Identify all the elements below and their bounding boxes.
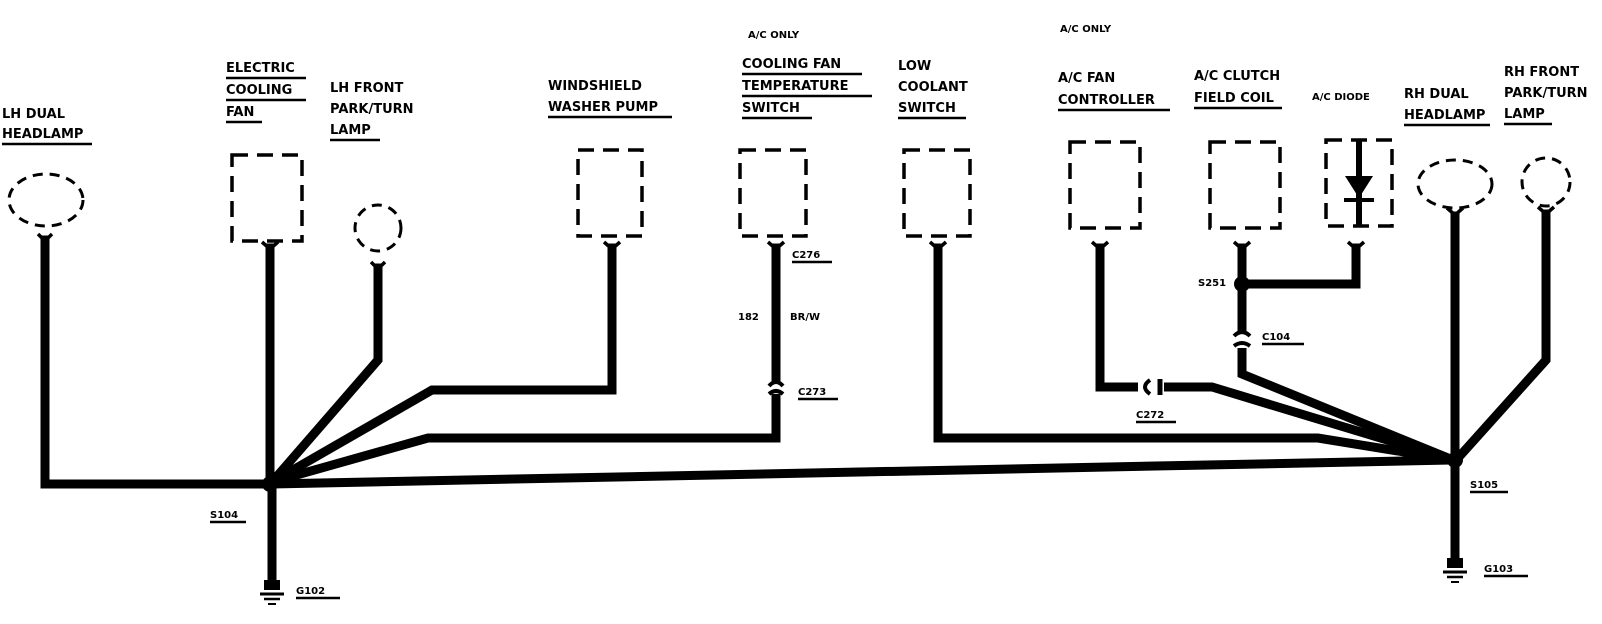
wire-group	[40, 209, 1551, 585]
wire-main-s104-s105	[265, 455, 1458, 489]
wire-lh-headlamp	[40, 235, 273, 489]
ac-clutch-field-coil-shape	[1208, 140, 1282, 230]
terminal-pigtails	[36, 205, 1556, 272]
connector-c276-label: C276	[792, 250, 820, 261]
ac-diode-label: A/C DIODE	[1312, 92, 1370, 103]
splice-s104-label: S104	[210, 510, 238, 521]
ground-g103-icon	[1443, 558, 1467, 583]
ac-fan-controller-label-1: A/C FAN	[1058, 71, 1115, 86]
connector-c273-label: C273	[798, 387, 826, 398]
splice-s104-dot	[262, 476, 278, 492]
low-coolant-label-1: LOW	[898, 59, 931, 74]
ac-only-note-1: A/C ONLY	[748, 30, 800, 41]
lh-dual-headlamp-label-2: HEADLAMP	[2, 127, 83, 142]
windshield-washer-pump-shape	[576, 148, 644, 238]
ac-only-note-2: A/C ONLY	[1060, 24, 1112, 35]
rh-park-turn-lamp-shape	[1520, 156, 1572, 208]
wire-windshield-washer-pump	[265, 243, 617, 489]
electric-cooling-fan-label-2: COOLING	[226, 83, 292, 98]
connector-c272-icon	[1138, 378, 1164, 396]
lh-park-turn-label-3: LAMP	[330, 123, 371, 138]
cooling-fan-temp-switch-shape	[738, 148, 808, 238]
low-coolant-label-3: SWITCH	[898, 101, 956, 116]
splice-s251-label: S251	[1198, 278, 1226, 289]
low-coolant-label-2: COOLANT	[898, 80, 968, 95]
windshield-label-1: WINDSHIELD	[548, 79, 642, 94]
ground-g102-label: G102	[296, 586, 325, 597]
lh-dual-headlamp-shape	[7, 172, 85, 228]
electric-cooling-fan-label-1: ELECTRIC	[226, 61, 295, 76]
wire-ac-diode	[1237, 243, 1361, 289]
low-coolant-switch-shape	[902, 148, 972, 238]
labels: A/C ONLY A/C ONLY LH DUAL HEADLAMP ELECT…	[2, 24, 1588, 600]
rh-park-turn-label-2: PARK/TURN	[1504, 86, 1588, 101]
connector-c273-icon	[767, 380, 785, 396]
wire-c104-to-s105	[1237, 343, 1459, 466]
rh-dual-headlamp-label-1: RH DUAL	[1404, 87, 1469, 102]
electric-cooling-fan-shape	[230, 153, 304, 243]
cooling-fan-switch-label-3: SWITCH	[742, 101, 800, 116]
cooling-fan-switch-label-1: COOLING FAN	[742, 57, 841, 72]
lh-park-turn-label-1: LH FRONT	[330, 81, 404, 96]
wire-low-coolant-switch	[933, 243, 1459, 466]
electric-cooling-fan-label-3: FAN	[226, 105, 254, 120]
ground-g103-label: G103	[1484, 564, 1513, 575]
rh-dual-headlamp-label-2: HEADLAMP	[1404, 108, 1485, 123]
wire-ac-fan-controller	[1095, 243, 1145, 392]
connector-c104-icon	[1232, 330, 1252, 348]
splice-s251-dot	[1234, 276, 1250, 292]
ac-fan-controller-shape	[1068, 140, 1142, 230]
rh-park-turn-label-3: LAMP	[1504, 107, 1545, 122]
wire-lh-park-turn-lamp	[265, 263, 383, 489]
ground-g102-icon	[260, 580, 284, 605]
component-group	[7, 138, 1572, 253]
lh-park-turn-label-2: PARK/TURN	[330, 102, 414, 117]
cooling-fan-switch-label-2: TEMPERATURE	[742, 79, 848, 94]
rh-park-turn-label-1: RH FRONT	[1504, 65, 1579, 80]
lh-park-turn-lamp-shape	[353, 203, 403, 253]
ac-fan-controller-label-2: CONTROLLER	[1058, 93, 1155, 108]
wire-cooling-fan-temp-switch	[266, 243, 781, 488]
wire-circuit-label: 182	[738, 312, 759, 323]
wire-c272-to-s105	[1157, 382, 1459, 466]
rh-dual-headlamp-shape	[1416, 158, 1494, 210]
splice-s105-dot	[1447, 452, 1463, 468]
ac-clutch-label-1: A/C CLUTCH	[1194, 69, 1280, 84]
windshield-label-2: WASHER PUMP	[548, 100, 658, 115]
wire-rh-park-turn-lamp	[1451, 209, 1551, 465]
diode-symbol-icon	[1344, 140, 1374, 226]
connector-c104-label: C104	[1262, 332, 1290, 343]
ac-clutch-label-2: FIELD COIL	[1194, 91, 1274, 106]
lh-dual-headlamp-label-1: LH DUAL	[2, 107, 65, 122]
connector-c272-label: C272	[1136, 410, 1164, 421]
splice-s105-label: S105	[1470, 480, 1498, 491]
wire-color-label: BR/W	[790, 312, 820, 323]
